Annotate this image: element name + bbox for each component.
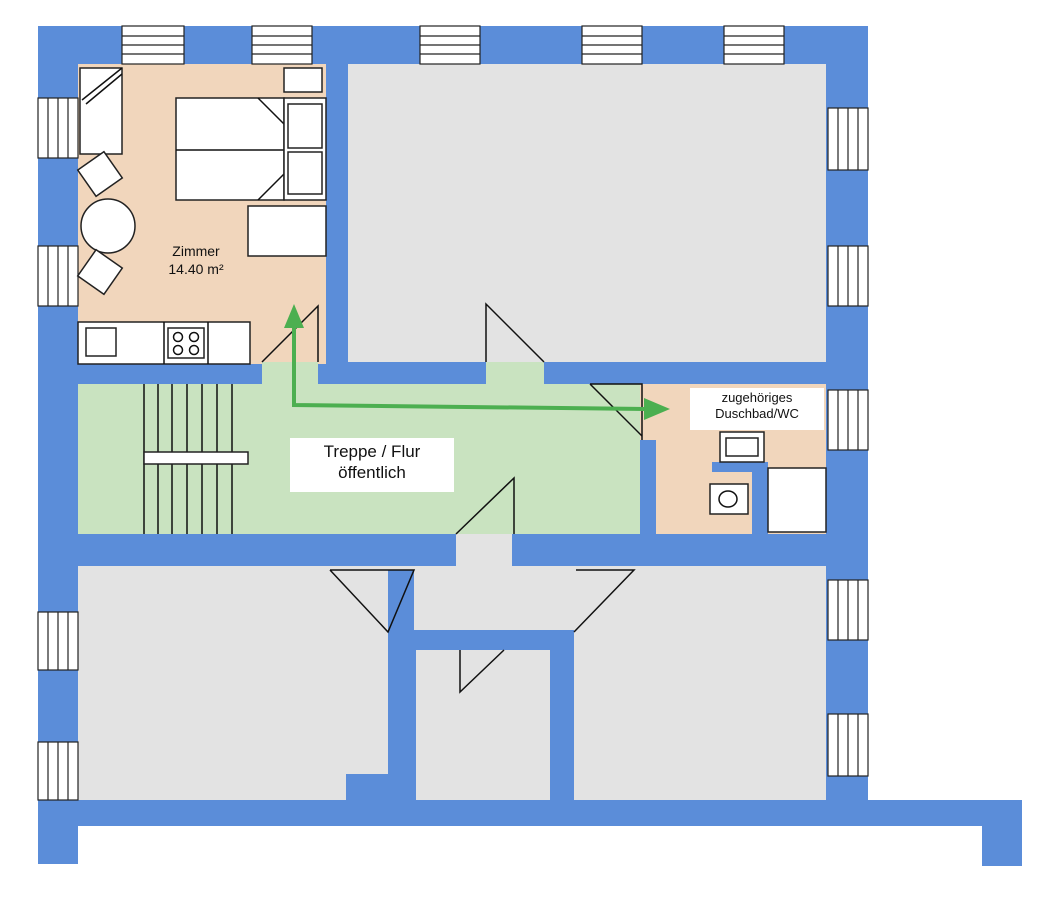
toilet-icon (709, 483, 749, 515)
door-swing-bad (590, 383, 643, 440)
door-swing-top-right (485, 302, 545, 363)
bad-line2: Duschbad/WC (715, 406, 799, 422)
wall-bad-ledge (712, 462, 768, 472)
zimmer-area: 14.40 m² (168, 260, 224, 277)
sink-icon (719, 431, 765, 463)
vestibule-passage-right (550, 566, 576, 570)
window-left-3 (37, 611, 79, 671)
window-right-3 (827, 389, 869, 451)
wall-pillar-right (550, 632, 574, 802)
window-top-4 (581, 25, 643, 65)
chair-bottom-icon (76, 248, 124, 296)
window-left-2 (37, 245, 79, 307)
bathroom-fixtures (709, 431, 827, 533)
stove-icon (167, 327, 205, 359)
window-left-4 (37, 741, 79, 801)
door-swing-entry (455, 476, 515, 535)
desk-icon (247, 205, 327, 257)
entry-vestibule (414, 566, 576, 630)
door-swing-bottom-left (329, 569, 416, 634)
route-arrow-icon (284, 304, 670, 420)
flur-line1: Treppe / Flur (323, 442, 421, 461)
door-swing-bottom-right (573, 569, 636, 633)
shower-icon (767, 467, 827, 533)
window-right-4 (827, 579, 869, 641)
wall-bad-inner (752, 466, 768, 534)
door-opening-zimmer (262, 362, 318, 386)
room-top-right (348, 64, 826, 362)
room-bottom-right (574, 566, 826, 800)
small-cabinet-icon (283, 67, 323, 93)
windows (37, 25, 869, 801)
window-top-3 (419, 25, 481, 65)
kitchenette-icon (77, 321, 251, 365)
round-table-icon (80, 198, 136, 254)
window-left-1 (37, 97, 79, 159)
flur-label: Treppe / Flur öffentlich (290, 438, 454, 492)
bad-label: zugehöriges Duschbad/WC (690, 388, 824, 430)
window-right-1 (827, 107, 869, 171)
zimmer-name: Zimmer (172, 243, 220, 259)
chair-top-icon (76, 150, 124, 198)
wall-pillar-left (388, 632, 414, 802)
door-opening-top-right (486, 362, 544, 386)
bed-icon (175, 97, 285, 201)
zimmer-label: Zimmer 14.40 m² (144, 243, 248, 278)
staircase (143, 384, 249, 534)
window-top-1 (121, 25, 185, 65)
wall-vestibule-right (504, 636, 550, 650)
wardrobe-icon (79, 67, 123, 155)
window-right-2 (827, 245, 869, 307)
window-right-5 (827, 713, 869, 777)
room-bottom-middle (416, 650, 550, 800)
door-swing-zimmer (261, 304, 319, 363)
door-swing-bottom-middle (459, 649, 505, 694)
wall-stub (346, 774, 390, 802)
shelf-icon (283, 97, 327, 201)
bad-line1: zugehöriges (721, 390, 793, 405)
wall-vestibule-left (414, 636, 460, 650)
door-opening-entry (456, 534, 512, 568)
window-top-5 (723, 25, 785, 65)
vestibule-passage-left (388, 566, 414, 570)
flur-line2: öffentlich (338, 463, 406, 483)
room-bottom-left (78, 566, 388, 800)
zimmer-furniture (76, 67, 327, 365)
window-top-2 (251, 25, 313, 65)
